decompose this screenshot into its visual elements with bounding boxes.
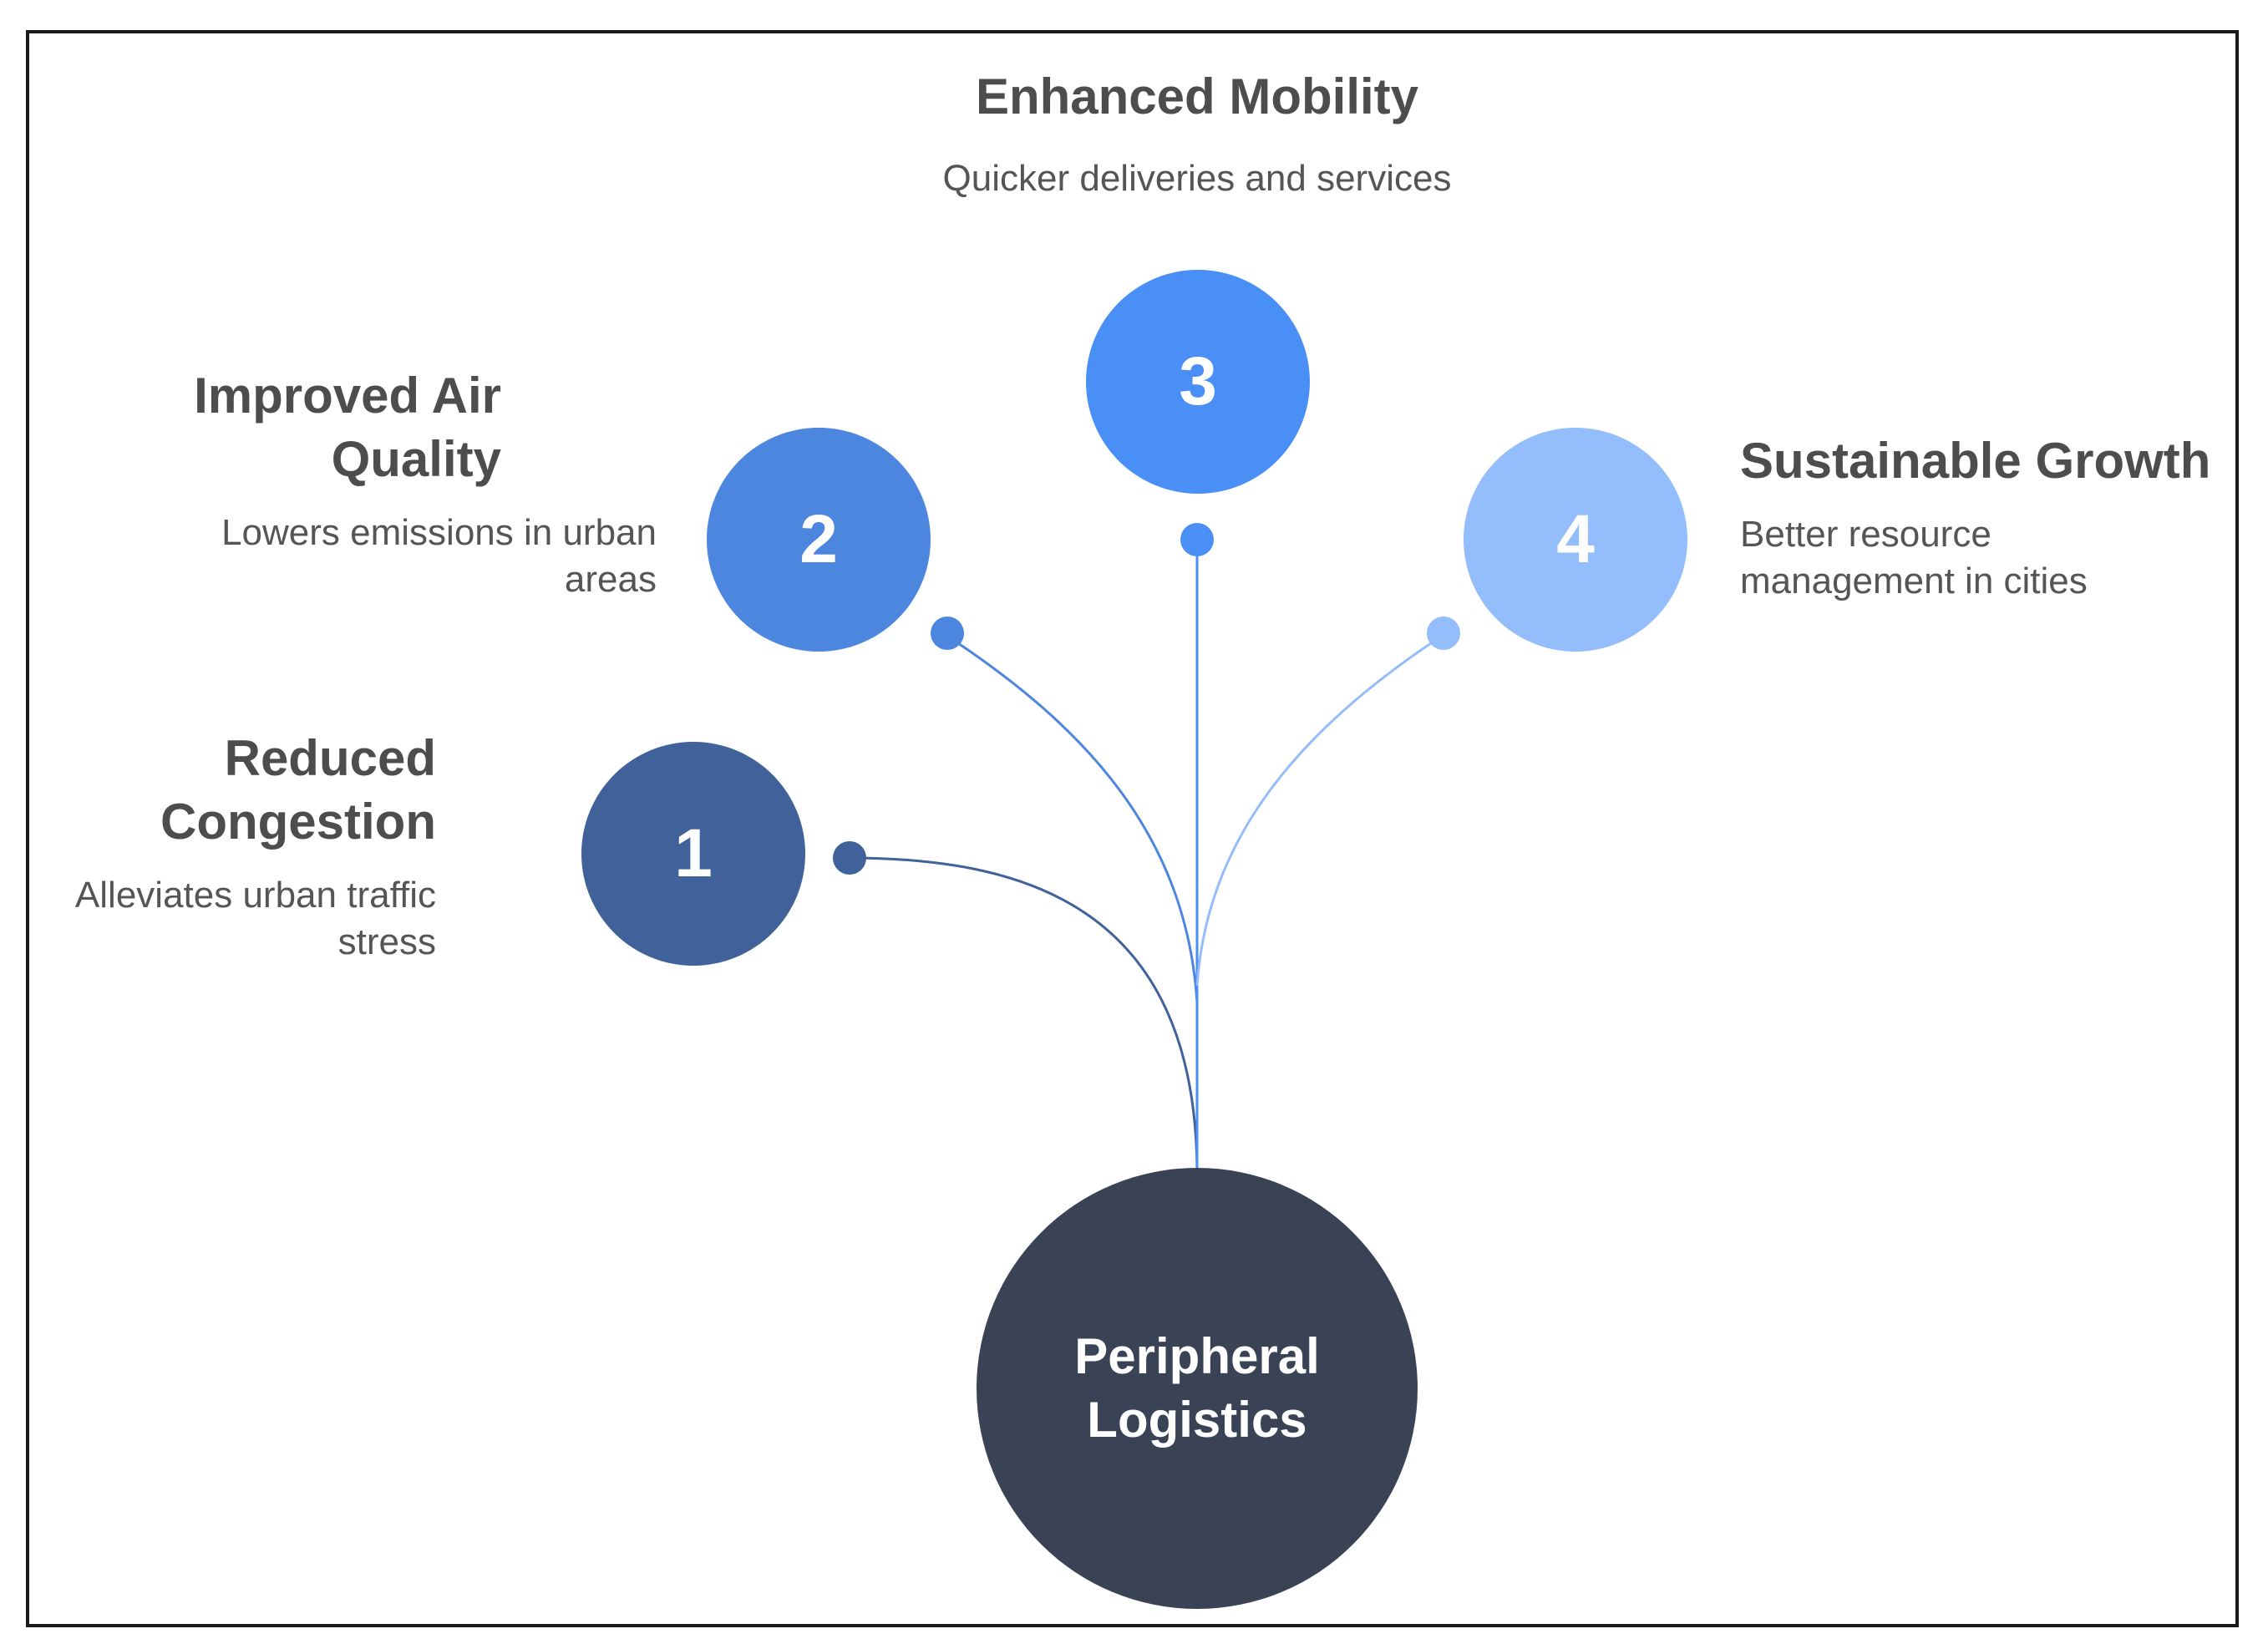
connector-dot-2 (931, 616, 964, 650)
connector-dot-4 (1427, 616, 1460, 650)
item-block-4: Sustainable Growth Better resource manag… (1740, 429, 2241, 605)
step-circle-4: 4 (1464, 428, 1687, 652)
step-number-2: 2 (799, 501, 838, 577)
connector-2 (945, 633, 1199, 1003)
step-circle-3: 3 (1086, 270, 1310, 494)
item-title-3: Enhanced Mobility (975, 68, 1419, 124)
item-title-1: Reduced Congestion (160, 730, 436, 850)
connector-dot-1 (833, 841, 866, 875)
hub-circle: Peripheral Logistics (977, 1168, 1418, 1609)
connector-4 (1195, 633, 1444, 987)
item-block-1: Reduced Congestion Alleviates urban traf… (33, 727, 436, 966)
connector-dot-3 (1180, 523, 1214, 556)
item-block-3: Enhanced Mobility Quicker deliveries and… (863, 65, 1531, 202)
step-number-4: 4 (1556, 501, 1595, 577)
item-description-2: Lowers emissions in urban areas (221, 512, 657, 600)
item-description-1: Alleviates urban traffic stress (74, 875, 436, 962)
item-description-3: Quicker deliveries and services (942, 158, 1452, 199)
step-circle-1: 1 (581, 742, 805, 966)
step-number-1: 1 (674, 815, 713, 891)
item-block-2: Improved Air Quality Lowers emissions in… (134, 364, 657, 603)
step-circle-2: 2 (707, 428, 931, 652)
connector-1 (847, 856, 1199, 1170)
item-title-2: Improved Air Quality (194, 368, 501, 487)
hub-label: Peripheral Logistics (1074, 1328, 1320, 1448)
item-title-4: Sustainable Growth (1740, 433, 2211, 489)
item-description-4: Better resource management in cities (1740, 514, 2088, 601)
step-number-3: 3 (1179, 343, 1217, 419)
